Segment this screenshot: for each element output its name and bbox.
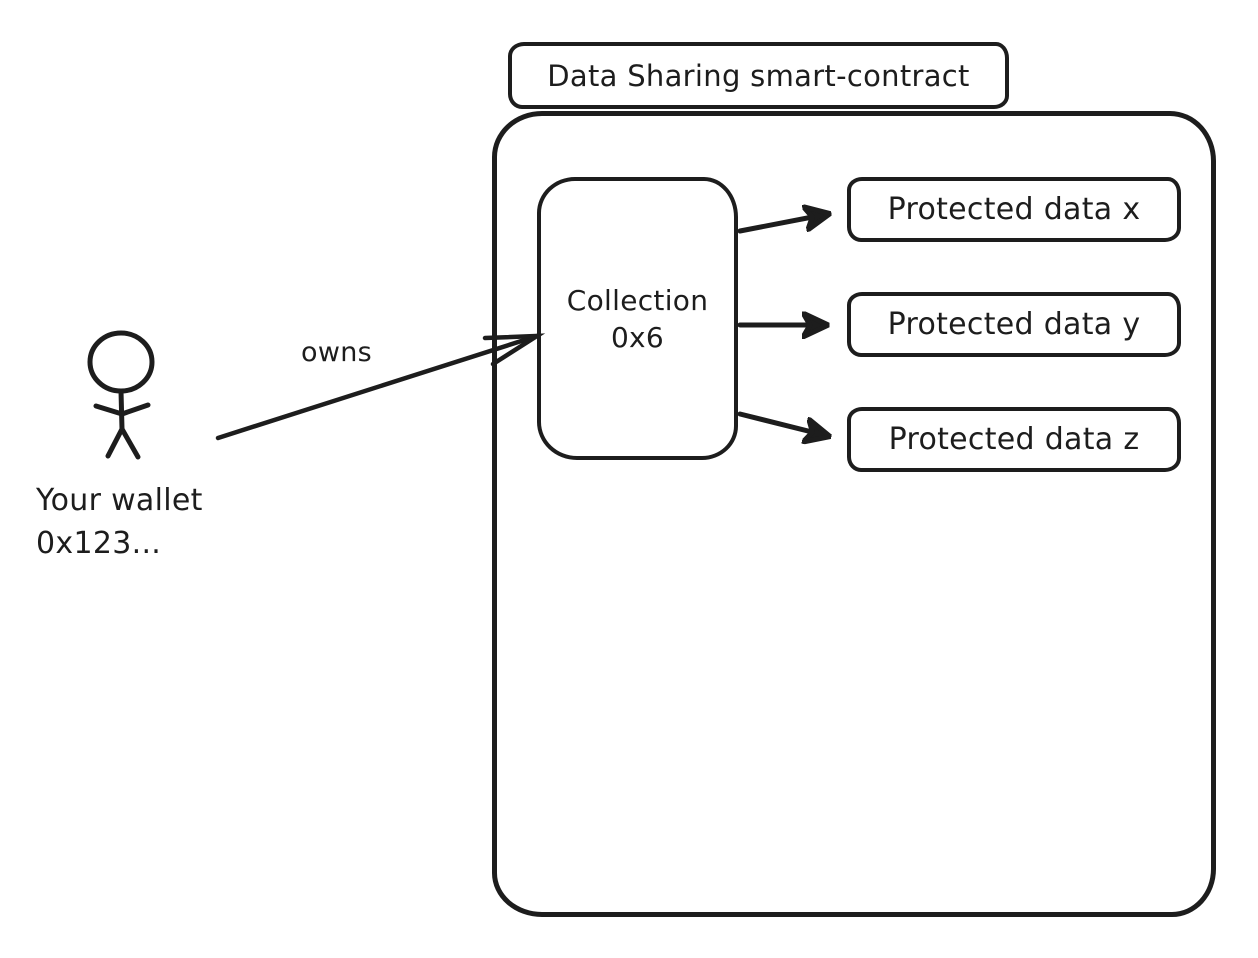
smart-contract-title-box: Data Sharing smart-contract [508,42,1009,109]
wallet-label-line2: 0x123... [36,526,162,561]
collection-label-line1: Collection [566,283,709,317]
protected-data-y-box: Protected data y [847,292,1181,357]
wallet-label: Your wallet 0x123... [36,479,203,565]
protected-data-x-box: Protected data x [847,177,1181,242]
smart-contract-title: Data Sharing smart-contract [547,58,970,93]
owns-arrow-shaft [218,336,537,438]
protected-data-z-box: Protected data z [847,407,1181,472]
wallet-label-line1: Your wallet [36,483,203,518]
owns-arrow-label: owns [301,337,372,368]
stick-figure-legs [108,429,138,457]
protected-data-y-label: Protected data y [887,307,1141,342]
stick-figure-body [121,391,122,429]
owns-arrow [218,336,537,438]
protected-data-x-label: Protected data x [887,192,1141,227]
stick-figure-head [90,333,152,391]
protected-data-z-label: Protected data z [888,422,1140,457]
collection-label-line2: 0x6 [610,320,665,354]
stick-figure-arms [96,405,148,414]
stick-figure-icon [90,333,152,457]
collection-box: Collection 0x6 [537,177,738,460]
